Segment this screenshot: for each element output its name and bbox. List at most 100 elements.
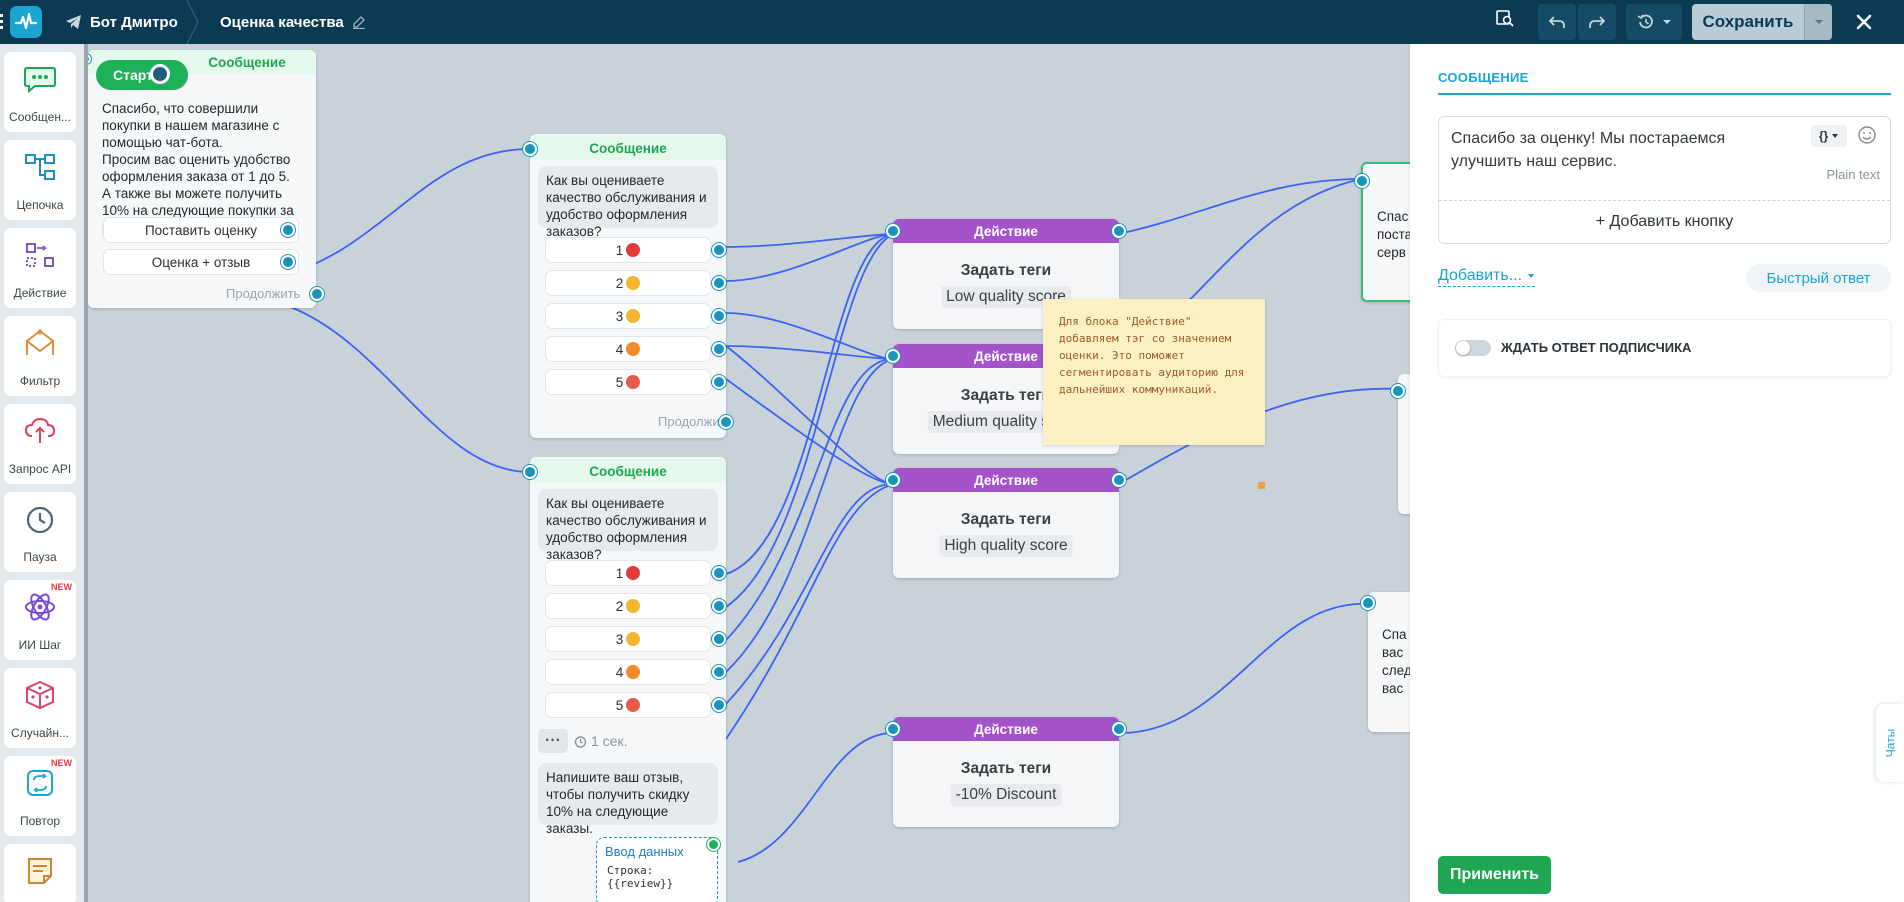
rating-emoji-icon xyxy=(626,309,641,323)
toggle-knob xyxy=(1456,341,1470,355)
input-port[interactable] xyxy=(1391,384,1405,398)
output-port[interactable] xyxy=(712,342,726,356)
start-message-node[interactable]: Сообщение Старт Спасибо, что совершили п… xyxy=(88,50,324,308)
message-node-right-3[interactable]: Спа вас след вас xyxy=(1361,592,1410,732)
action-title: Задать теги xyxy=(960,760,1052,777)
output-port[interactable] xyxy=(281,255,295,269)
wait-reply-toggle[interactable] xyxy=(1455,340,1491,356)
data-input-block[interactable]: Ввод данных Строка: {{review}} xyxy=(596,837,720,902)
output-port[interactable] xyxy=(712,632,726,646)
message-node-right-2[interactable] xyxy=(1391,374,1410,514)
input-port[interactable] xyxy=(1361,596,1375,610)
note-resize-handle[interactable] xyxy=(1258,482,1265,489)
save-button[interactable]: Сохранить xyxy=(1702,12,1794,31)
output-port[interactable] xyxy=(712,566,726,580)
input-port[interactable] xyxy=(523,465,537,479)
flow-canvas[interactable]: Сообщение Старт Спасибо, что совершили п… xyxy=(88,44,1410,902)
undo-icon xyxy=(1548,16,1565,28)
output-port[interactable] xyxy=(712,243,726,257)
palette-item-label: Действие xyxy=(13,286,67,300)
output-port[interactable] xyxy=(712,698,726,712)
apply-button[interactable]: Применить xyxy=(1438,856,1551,894)
input-port[interactable] xyxy=(1355,174,1369,188)
continue-port[interactable] xyxy=(310,287,324,301)
add-menu-dropdown[interactable]: Добавить... xyxy=(1438,267,1536,287)
save-options-button[interactable] xyxy=(1804,4,1832,40)
input-port[interactable] xyxy=(886,224,900,238)
output-port[interactable] xyxy=(712,309,726,323)
message-text: Спас поста серв xyxy=(1377,209,1410,260)
emoji-icon[interactable] xyxy=(1857,125,1877,145)
palette-item-filter[interactable]: Фильтр xyxy=(4,316,76,396)
output-port[interactable] xyxy=(1112,473,1126,487)
block-palette: Сообщен... Цепочка Действие Фильтр Запро… xyxy=(0,44,88,902)
message-textarea[interactable]: Спасибо за оценку! Мы постараемся улучши… xyxy=(1451,130,1726,170)
sticky-note[interactable]: Для блока "Действие" добавляем тэг со зн… xyxy=(1043,299,1265,445)
bot-selector[interactable]: Бот Дмитро xyxy=(66,0,178,44)
wire xyxy=(725,358,894,641)
output-port[interactable] xyxy=(1112,224,1126,238)
palette-item-pause[interactable]: Пауза xyxy=(4,492,76,572)
action-node-discount[interactable]: Действие Задать теги -10% Discount xyxy=(886,717,1126,827)
wire xyxy=(725,483,894,705)
input-port[interactable] xyxy=(886,473,900,487)
rating-emoji-icon xyxy=(626,599,641,613)
node-header: Действие xyxy=(893,717,1119,741)
palette-item-ai-step[interactable]: NEW ИИ Шаг xyxy=(4,580,76,660)
rating-emoji-icon xyxy=(626,698,641,712)
palette-item-random[interactable]: Случайн... xyxy=(4,668,76,748)
flow-title[interactable]: Оценка качества xyxy=(220,0,366,44)
rating-button: 4 xyxy=(546,660,710,684)
output-port[interactable] xyxy=(712,375,726,389)
add-button-button[interactable]: + Добавить кнопку xyxy=(1595,213,1734,230)
history-button[interactable] xyxy=(1626,4,1682,40)
undo-button[interactable] xyxy=(1538,4,1576,40)
variables-button[interactable]: {} xyxy=(1811,125,1847,147)
output-port[interactable] xyxy=(712,599,726,613)
output-port[interactable] xyxy=(281,223,295,237)
wire xyxy=(725,483,894,740)
output-port[interactable] xyxy=(712,276,726,290)
action-title: Задать теги xyxy=(960,387,1052,404)
palette-item-chain[interactable]: Цепочка xyxy=(4,140,76,220)
repeat-icon xyxy=(27,770,53,796)
preview-button[interactable] xyxy=(1490,0,1520,36)
palette-item-api-request[interactable]: Запрос API xyxy=(4,404,76,484)
drag-handle-icon[interactable] xyxy=(0,14,3,30)
palette-item-action[interactable]: Действие xyxy=(4,228,76,308)
action-node-high[interactable]: Действие Задать теги High quality score xyxy=(886,468,1126,578)
format-label[interactable]: Plain text xyxy=(1826,167,1880,182)
message-node-right-1[interactable]: Спас поста серв xyxy=(1355,162,1410,302)
action-title: Задать теги xyxy=(960,511,1052,528)
palette-item-repeat[interactable]: NEW Повтор xyxy=(4,756,76,836)
start-port[interactable] xyxy=(150,64,170,84)
wire xyxy=(725,378,894,485)
app-logo-icon[interactable] xyxy=(10,6,42,38)
output-port[interactable] xyxy=(712,665,726,679)
redo-button[interactable] xyxy=(1578,4,1616,40)
output-port[interactable] xyxy=(707,838,720,851)
more-options-button[interactable]: ··· xyxy=(538,729,568,753)
chats-tab[interactable]: Чаты xyxy=(1876,704,1904,782)
close-editor-button[interactable] xyxy=(1848,6,1880,38)
input-port[interactable] xyxy=(523,142,537,156)
input-port[interactable] xyxy=(886,722,900,736)
input-port[interactable] xyxy=(886,349,900,363)
rating-button: 1 xyxy=(546,238,710,262)
edit-pencil-icon[interactable] xyxy=(352,15,366,29)
palette-item-note[interactable] xyxy=(4,844,76,902)
rating-label: 1 xyxy=(615,242,624,258)
breadcrumb-separator xyxy=(186,0,199,44)
sidebar-scrollbar[interactable] xyxy=(84,44,88,902)
rating-button: 5 xyxy=(546,370,710,394)
chats-tab-label: Чаты xyxy=(1883,728,1897,758)
rating-label: 2 xyxy=(615,598,624,614)
message-node-2[interactable]: Сообщение Как вы оцениваете качество обс… xyxy=(523,457,726,902)
palette-item-message[interactable]: Сообщен... xyxy=(4,52,76,132)
palette-item-label: Фильтр xyxy=(19,374,61,388)
rating-button: 3 xyxy=(546,304,710,328)
message-node-1[interactable]: Сообщение Как вы оцениваете качество обс… xyxy=(523,134,733,438)
output-port[interactable] xyxy=(1112,722,1126,736)
quick-reply-button[interactable]: Быстрый ответ xyxy=(1746,264,1891,292)
continue-port[interactable] xyxy=(719,415,733,429)
